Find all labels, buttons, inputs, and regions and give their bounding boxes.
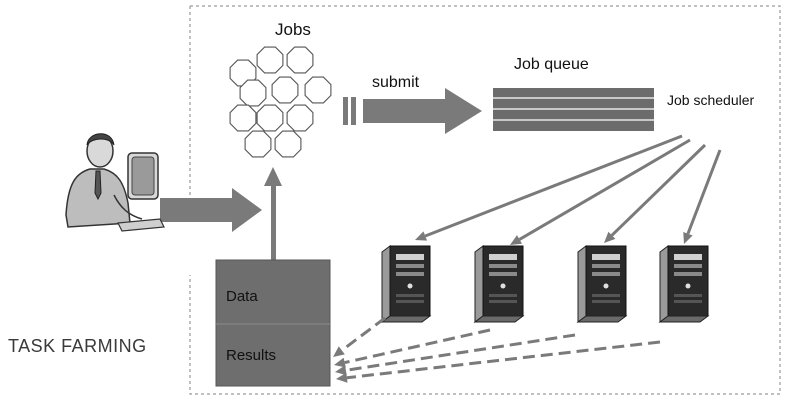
job-icon [256,104,284,132]
jobs-cluster [229,46,332,158]
result-arrow [333,316,386,357]
job-icon [244,130,272,158]
job-icon [286,104,314,132]
job-icon [274,130,302,158]
job-icon [239,79,267,107]
results-label: Results [226,347,277,364]
server-tower-icon [473,245,525,323]
result-arrows [333,316,661,383]
job-scheduler-label: Job scheduler [667,92,755,108]
job-icon [304,76,332,104]
data-results-store [215,259,331,387]
result-arrow [335,333,576,376]
job-queue [493,88,654,131]
dispatch-arrow [510,138,691,245]
jobs-label: Jobs [275,20,311,39]
servers [380,245,710,323]
data-to-jobs-arrow [264,167,282,264]
server-tower-icon [576,245,628,323]
job-queue-label: Job queue [514,56,589,73]
dispatch-arrow [415,134,683,241]
task-farming-title: TASK FARMING [8,336,147,356]
data-label: Data [226,288,258,305]
system-boundary [189,5,781,395]
server-tower-icon [380,245,432,323]
job-icon [271,76,299,104]
dispatch-arrow [683,149,722,244]
result-arrow [336,340,661,383]
submit-label: submit [372,74,420,91]
job-icon [286,46,314,74]
scheduler-arrows [415,134,722,245]
server-tower-icon [658,245,710,323]
user-at-computer-icon [65,133,165,232]
user-input-arrow [160,188,262,232]
result-arrow [334,328,491,368]
job-icon [256,46,284,74]
dispatch-arrow [604,143,707,243]
job-icon [229,104,257,132]
submit-arrow [343,88,482,134]
